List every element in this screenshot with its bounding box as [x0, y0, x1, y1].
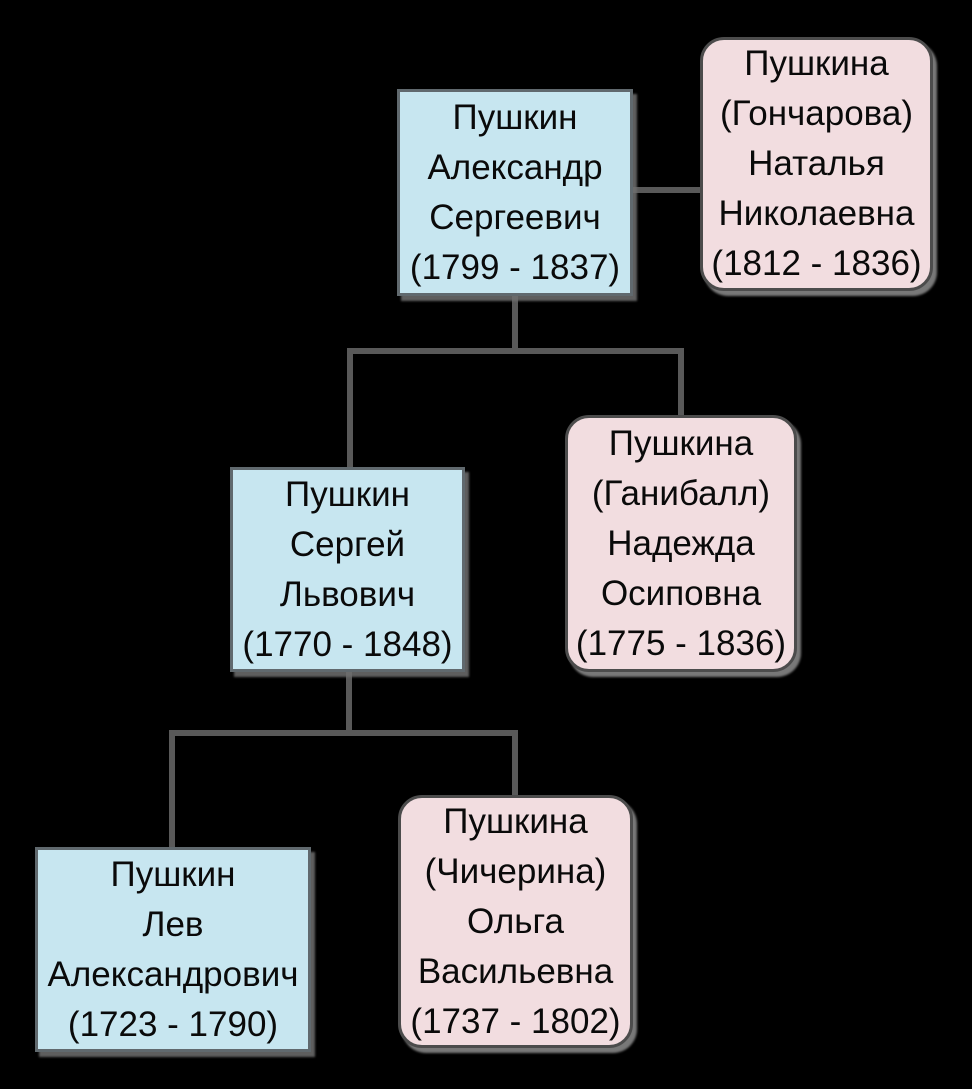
connector-child-stem-alexander — [512, 296, 518, 354]
person-node-pushkin-sergei: Пушкин Сергей Львович (1770 - 1848) — [230, 467, 465, 672]
person-name-line: Александр — [427, 147, 603, 187]
person-maiden-name-line: (Чичерина) — [424, 851, 607, 891]
connector-drop-sergei — [347, 348, 353, 467]
person-years-line: (1775 - 1836) — [575, 623, 787, 663]
person-years-line: (1737 - 1802) — [410, 1001, 621, 1041]
person-node-pushkina-olga: Пушкина (Чичерина) Ольга Васильевна (173… — [398, 795, 633, 1048]
person-years-line: (1812 - 1836) — [711, 244, 922, 283]
person-node-pushkin-alexander: Пушкин Александр Сергеевич (1799 - 1837) — [397, 89, 633, 296]
connector-drop-nadezhda — [678, 348, 684, 415]
person-node-pushkin-lev: Пушкин Лев Александрович (1723 - 1790) — [35, 847, 311, 1052]
person-name-line: Сергеевич — [429, 197, 601, 237]
person-node-pushkina-nadezhda: Пушкина (Ганибалл) Надежда Осиповна (177… — [565, 415, 797, 672]
person-years-line: (1770 - 1848) — [242, 624, 453, 664]
person-years-line: (1799 - 1837) — [409, 247, 621, 287]
person-name-line: Пушкин — [110, 854, 236, 894]
person-name-line: Александрович — [47, 954, 299, 994]
connector-drop-lev — [169, 730, 175, 847]
person-maiden-name-line: (Ганибалл) — [591, 473, 771, 513]
person-years-line: (1723 - 1790) — [67, 1004, 279, 1044]
person-name-line: Пушкина — [443, 801, 588, 841]
person-name-line: Осиповна — [600, 573, 762, 613]
person-name-line: Сергей — [289, 524, 406, 564]
person-name-line: Пушкин — [285, 474, 410, 514]
person-name-line: Николаевна — [718, 194, 915, 233]
person-name-line: Пушкин — [452, 97, 578, 137]
person-node-pushkina-natalia: Пушкина (Гончарова) Наталья Николаевна (… — [700, 37, 933, 291]
person-name-line: Пушкина — [744, 44, 889, 83]
person-maiden-name-line: (Гончарова) — [719, 94, 913, 133]
person-name-line: Львович — [279, 574, 416, 614]
person-name-line: Лев — [142, 904, 204, 944]
person-name-line: Наталья — [748, 144, 885, 183]
connector-parents-bar-row2 — [347, 348, 684, 354]
person-name-line: Васильевна — [417, 951, 614, 991]
connector-child-stem-sergei — [346, 672, 352, 736]
connector-parents-bar-row3 — [169, 730, 518, 736]
person-name-line: Надежда — [607, 523, 755, 563]
connector-spouse-alexander-natalia — [633, 187, 700, 193]
connector-drop-olga — [512, 730, 518, 795]
person-name-line: Пушкина — [608, 423, 754, 463]
person-name-line: Ольга — [467, 901, 564, 941]
